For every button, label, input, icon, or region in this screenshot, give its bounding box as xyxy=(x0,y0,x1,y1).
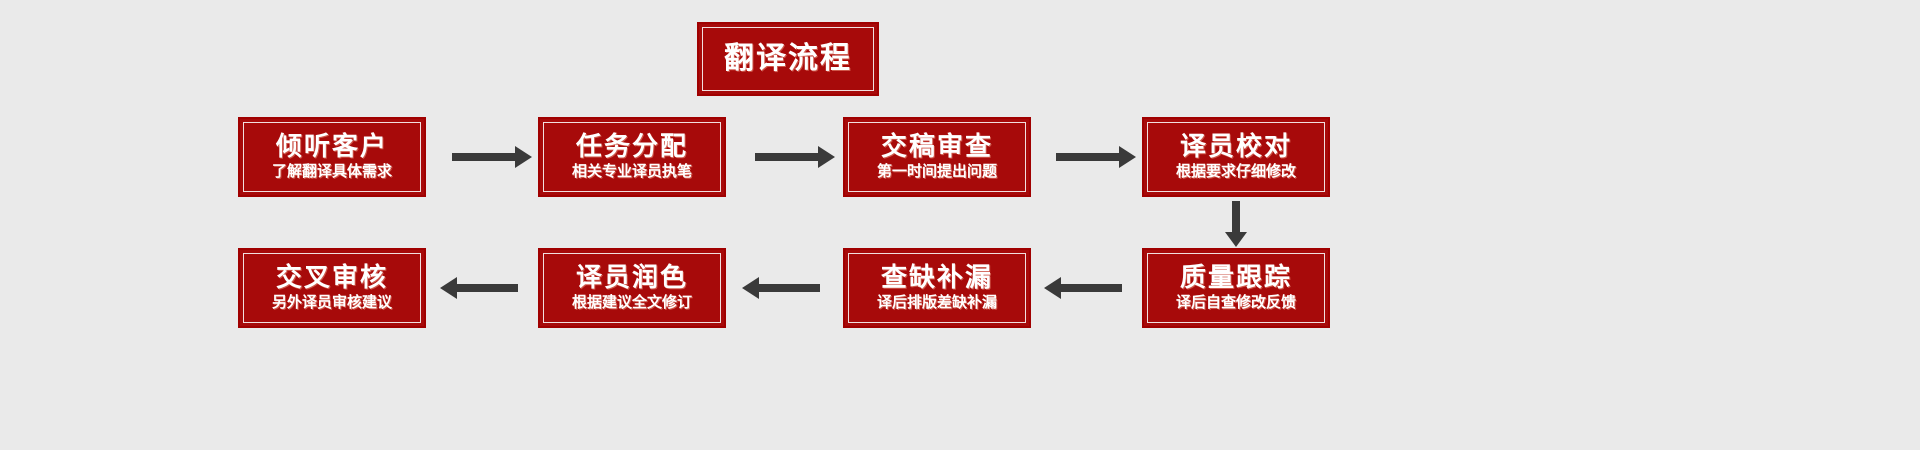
diagram-title-box: 翻译流程 xyxy=(697,22,879,96)
step-title: 质量跟踪 xyxy=(1179,262,1292,293)
step-subtitle: 相关专业译员执笔 xyxy=(571,162,692,181)
process-step-translator-proofreading: 译员校对 根据要求仔细修改 xyxy=(1142,117,1330,197)
process-step-check-omissions: 查缺补漏 译后排版差缺补漏 xyxy=(843,248,1031,328)
arrow-right-1 xyxy=(452,146,532,168)
arrow-down-connector xyxy=(1225,201,1247,247)
arrowhead-icon xyxy=(515,146,532,168)
step-title: 交稿审查 xyxy=(880,131,993,162)
arrow-left-1 xyxy=(1044,277,1122,299)
process-step-cross-review: 交叉审核 另外译员审核建议 xyxy=(238,248,426,328)
step-title: 倾听客户 xyxy=(275,131,388,162)
step-title: 译员润色 xyxy=(575,262,688,293)
step-subtitle: 第一时间提出问题 xyxy=(876,162,997,181)
step-title: 译员校对 xyxy=(1179,131,1292,162)
step-title: 任务分配 xyxy=(575,131,688,162)
arrowhead-icon xyxy=(818,146,835,168)
process-step-listen-to-client: 倾听客户 了解翻译具体需求 xyxy=(238,117,426,197)
step-subtitle: 了解翻译具体需求 xyxy=(271,162,392,181)
step-subtitle: 译后排版差缺补漏 xyxy=(876,293,997,312)
process-step-draft-review: 交稿审查 第一时间提出问题 xyxy=(843,117,1031,197)
arrow-right-3 xyxy=(1056,146,1136,168)
arrowhead-icon xyxy=(1119,146,1136,168)
process-step-task-assignment: 任务分配 相关专业译员执笔 xyxy=(538,117,726,197)
step-title: 查缺补漏 xyxy=(880,262,993,293)
diagram-title-text: 翻译流程 xyxy=(724,41,852,77)
process-step-translator-polishing: 译员润色 根据建议全文修订 xyxy=(538,248,726,328)
process-step-quality-tracking: 质量跟踪 译后自查修改反馈 xyxy=(1142,248,1330,328)
step-title: 交叉审核 xyxy=(275,262,388,293)
arrowhead-icon xyxy=(440,277,457,299)
arrowhead-icon xyxy=(1044,277,1061,299)
step-subtitle: 译后自查修改反馈 xyxy=(1175,293,1296,312)
step-subtitle: 另外译员审核建议 xyxy=(271,293,392,312)
step-subtitle: 根据要求仔细修改 xyxy=(1175,162,1296,181)
arrowhead-icon xyxy=(1225,232,1247,247)
step-subtitle: 根据建议全文修订 xyxy=(571,293,692,312)
arrowhead-icon xyxy=(742,277,759,299)
arrow-left-3 xyxy=(440,277,518,299)
arrow-right-2 xyxy=(755,146,835,168)
arrow-left-2 xyxy=(742,277,820,299)
